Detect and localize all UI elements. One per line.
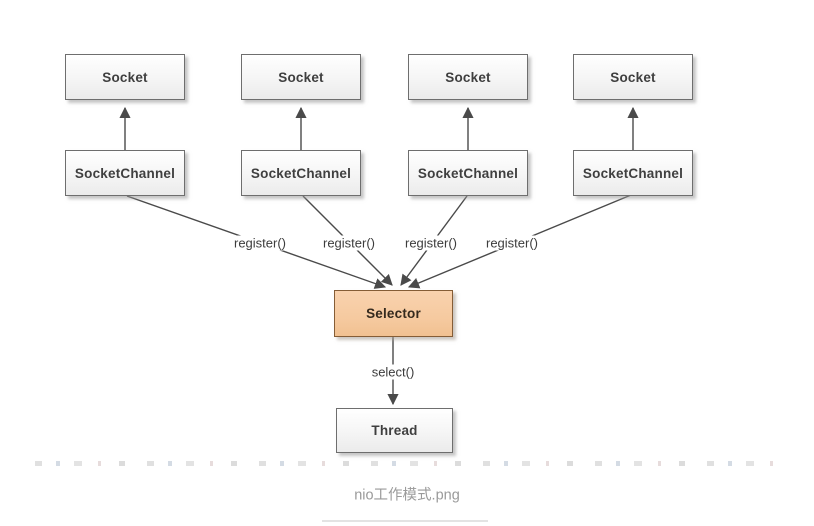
register-label-3: register()	[401, 235, 461, 251]
socket-label: Socket	[278, 69, 324, 85]
selector-box: Selector	[334, 290, 453, 337]
clipped-text-artifact	[35, 461, 783, 466]
socket-label: Socket	[102, 69, 148, 85]
socketchannel-box-3: SocketChannel	[408, 150, 528, 196]
socketchannel-box-2: SocketChannel	[241, 150, 361, 196]
thread-box: Thread	[336, 408, 453, 453]
selector-label: Selector	[366, 306, 421, 321]
socketchannel-label: SocketChannel	[74, 165, 176, 181]
thread-label: Thread	[371, 423, 418, 438]
image-filename-caption: nio工作模式.png	[354, 487, 460, 504]
socket-box-2: Socket	[241, 54, 361, 100]
socket-label: Socket	[445, 69, 491, 85]
select-label: select()	[368, 364, 418, 380]
socket-box-4: Socket	[573, 54, 693, 100]
socket-label: Socket	[610, 69, 656, 85]
socketchannel-label: SocketChannel	[250, 165, 352, 181]
socketchannel-box-4: SocketChannel	[573, 150, 693, 196]
register-label-4: register()	[482, 235, 542, 251]
socket-box-1: Socket	[65, 54, 185, 100]
socketchannel-box-1: SocketChannel	[65, 150, 185, 196]
register-label-2: register()	[319, 235, 379, 251]
register-label-1: register()	[230, 235, 290, 251]
bottom-divider-line	[322, 520, 488, 522]
socket-box-3: Socket	[408, 54, 528, 100]
socketchannel-label: SocketChannel	[417, 165, 519, 181]
socketchannel-label: SocketChannel	[582, 165, 684, 181]
